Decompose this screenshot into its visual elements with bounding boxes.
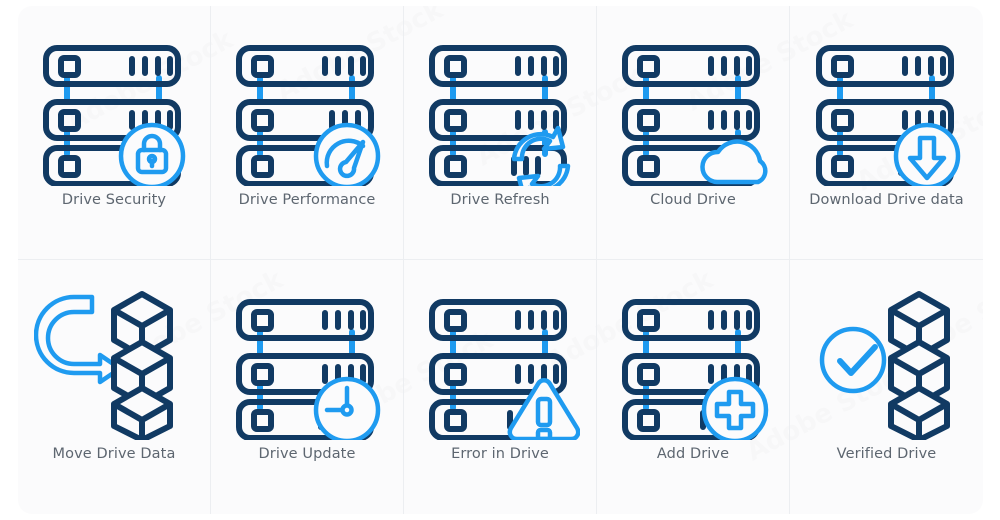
icon-cell-move-drive-data[interactable]: Move Drive Data <box>18 260 211 514</box>
icon-label: Drive Security <box>61 192 167 208</box>
drive-performance-icon <box>236 45 381 186</box>
icon-cell-cloud-drive[interactable]: Cloud Drive <box>597 6 790 260</box>
icon-cell-drive-performance[interactable]: Drive Performance <box>211 6 404 260</box>
icon-label: Download Drive data <box>809 192 964 208</box>
icon-cell-drive-security[interactable]: Drive Security <box>18 6 211 260</box>
drive-refresh-icon <box>429 45 571 186</box>
icon-cell-drive-update[interactable]: Drive Update <box>211 260 404 514</box>
icon-set-card: Adobe Stock Adobe Stock Adobe Stock Adob… <box>18 6 983 514</box>
icon-cell-verified-drive[interactable]: Verified Drive <box>790 260 983 514</box>
icon-cell-download-drive-data[interactable]: Download Drive data <box>790 6 983 260</box>
icon-grid: Drive Security <box>18 6 983 514</box>
icon-label: Add Drive <box>656 446 730 462</box>
move-drive-data-icon <box>34 291 173 440</box>
icon-label: Error in Drive <box>451 446 549 462</box>
icon-cell-error-in-drive[interactable]: Error in Drive <box>404 260 597 514</box>
verified-drive-icon <box>819 291 950 440</box>
drive-update-icon <box>236 299 381 440</box>
download-drive-data-icon <box>815 45 960 186</box>
icon-cell-drive-refresh[interactable]: Drive Refresh <box>404 6 597 260</box>
cloud-drive-icon <box>622 45 768 186</box>
icon-label: Drive Performance <box>238 192 376 208</box>
add-drive-icon <box>622 299 769 440</box>
drive-security-icon <box>43 45 186 186</box>
icon-label: Cloud Drive <box>650 192 736 208</box>
icon-label: Drive Refresh <box>450 192 550 208</box>
icon-label: Move Drive Data <box>52 446 176 462</box>
icon-label: Verified Drive <box>836 446 937 462</box>
icon-cell-add-drive[interactable]: Add Drive <box>597 260 790 514</box>
error-in-drive-icon <box>429 299 580 440</box>
icon-label: Drive Update <box>258 446 356 462</box>
